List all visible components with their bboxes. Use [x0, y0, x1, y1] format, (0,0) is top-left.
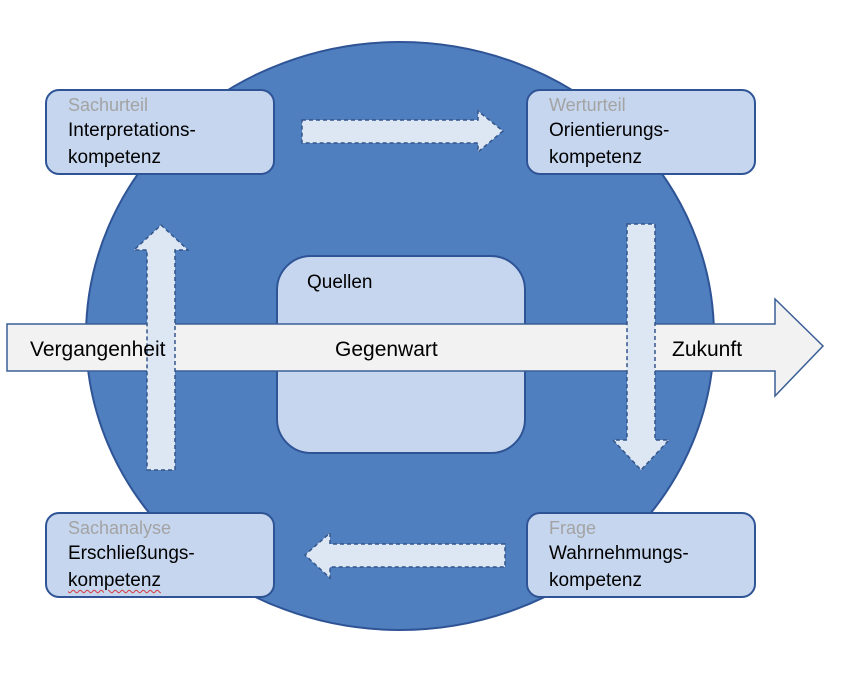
timeline-future-label: Zukunft	[672, 338, 743, 361]
box-line: kompetenz	[68, 147, 161, 168]
box-line: kompetenz	[549, 147, 642, 168]
box-category: Sachurteil	[68, 95, 149, 115]
box-category: Werturteil	[549, 95, 626, 115]
box-line: kompetenz	[549, 570, 642, 591]
box-sachurteil: Sachurteil Interpretations- kompetenz	[45, 89, 275, 175]
box-category: Sachanalyse	[68, 518, 172, 538]
box-line: Wahrnehmungs-	[549, 543, 689, 564]
arrow-right-top	[301, 109, 505, 154]
box-werturteil: Werturteil Orientierungs- kompetenz	[526, 89, 756, 175]
arrow-down-right	[611, 223, 671, 472]
box-line: Interpretations-	[68, 120, 196, 141]
box-line: kompetenz	[68, 570, 161, 591]
box-frage: Frage Wahrnehmungs- kompetenz	[526, 512, 756, 598]
arrow-up-left	[132, 223, 190, 471]
box-line: Erschließungs-	[68, 543, 195, 564]
timeline-present-label: Gegenwart	[335, 338, 438, 361]
timeline-past-label: Vergangenheit	[30, 338, 166, 361]
sources-label: Quellen	[307, 272, 373, 293]
arrow-left-bottom	[303, 531, 506, 580]
box-category: Frage	[549, 518, 597, 538]
box-sachanalyse: Sachanalyse Erschließungs- kompetenz	[45, 512, 275, 598]
box-line: Orientierungs-	[549, 120, 670, 141]
timeline-arrow	[6, 297, 825, 398]
